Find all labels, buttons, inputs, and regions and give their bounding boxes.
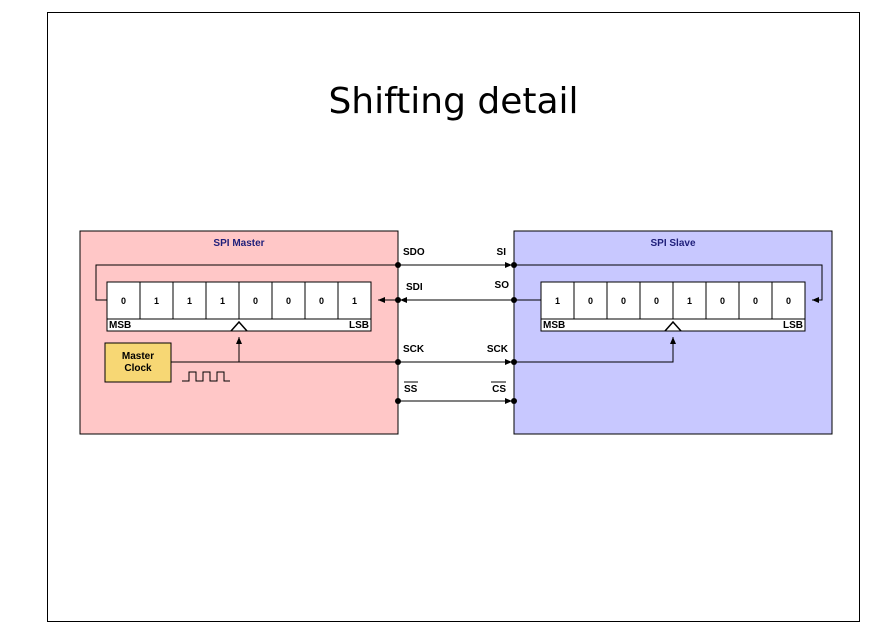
master-bit-5: 0 <box>286 296 291 306</box>
spi-wiring <box>95 262 823 404</box>
slave-msb-label: MSB <box>543 320 565 331</box>
slave-bit-7: 0 <box>786 296 791 306</box>
pin-label-sck-master: SCK <box>403 344 425 355</box>
slave-sck-to-register <box>514 337 676 363</box>
master-clock-label-line1: Master <box>122 351 154 362</box>
slave-bit-4: 1 <box>687 296 692 306</box>
slave-bit-6: 0 <box>753 296 758 306</box>
master-bit-4: 0 <box>253 296 258 306</box>
junction-dots <box>395 262 517 404</box>
master-clock-edge-icon <box>230 320 248 332</box>
slave-title: SPI Slave <box>650 238 695 249</box>
master-msb-to-sdo <box>95 264 398 301</box>
slave-si-loop <box>514 264 823 303</box>
slave-bit-1: 0 <box>588 296 593 306</box>
slave-shift-register: 1 0 0 0 1 0 0 0 MSB LSB <box>540 281 806 332</box>
master-shift-register: 0 1 1 1 0 0 0 1 MSB LSB <box>106 281 372 332</box>
pin-label-sdi: SDI <box>406 282 423 293</box>
master-bit-2: 1 <box>187 296 192 306</box>
master-bit-0: 0 <box>121 296 126 306</box>
slave-bit-5: 0 <box>720 296 725 306</box>
master-lsb-label: LSB <box>349 320 369 331</box>
pin-label-so: SO <box>495 280 510 291</box>
pin-label-si: SI <box>497 247 507 258</box>
master-block <box>79 230 399 435</box>
slave-bit-2: 0 <box>621 296 626 306</box>
master-msb-label: MSB <box>109 320 131 331</box>
master-clock-label-line2: Clock <box>124 363 152 374</box>
slave-lsb-label: LSB <box>783 320 803 331</box>
slave-block <box>513 230 833 435</box>
master-bit-7: 1 <box>352 296 357 306</box>
slave-bit-0: 1 <box>555 296 560 306</box>
master-bit-1: 1 <box>154 296 159 306</box>
pin-label-sdo: SDO <box>403 247 425 258</box>
pin-label-ss: SS <box>404 384 418 395</box>
slave-clock-edge-icon <box>664 320 682 332</box>
master-title: SPI Master <box>213 238 264 249</box>
pin-label-cs: CS <box>492 384 506 395</box>
master-bit-3: 1 <box>220 296 225 306</box>
master-bit-6: 0 <box>319 296 324 306</box>
slide-title: Shifting detail <box>328 81 579 122</box>
clock-waveform-icon <box>182 371 230 382</box>
master-clock-box <box>104 342 172 383</box>
pin-label-sck-slave: SCK <box>487 344 509 355</box>
slave-bit-3: 0 <box>654 296 659 306</box>
